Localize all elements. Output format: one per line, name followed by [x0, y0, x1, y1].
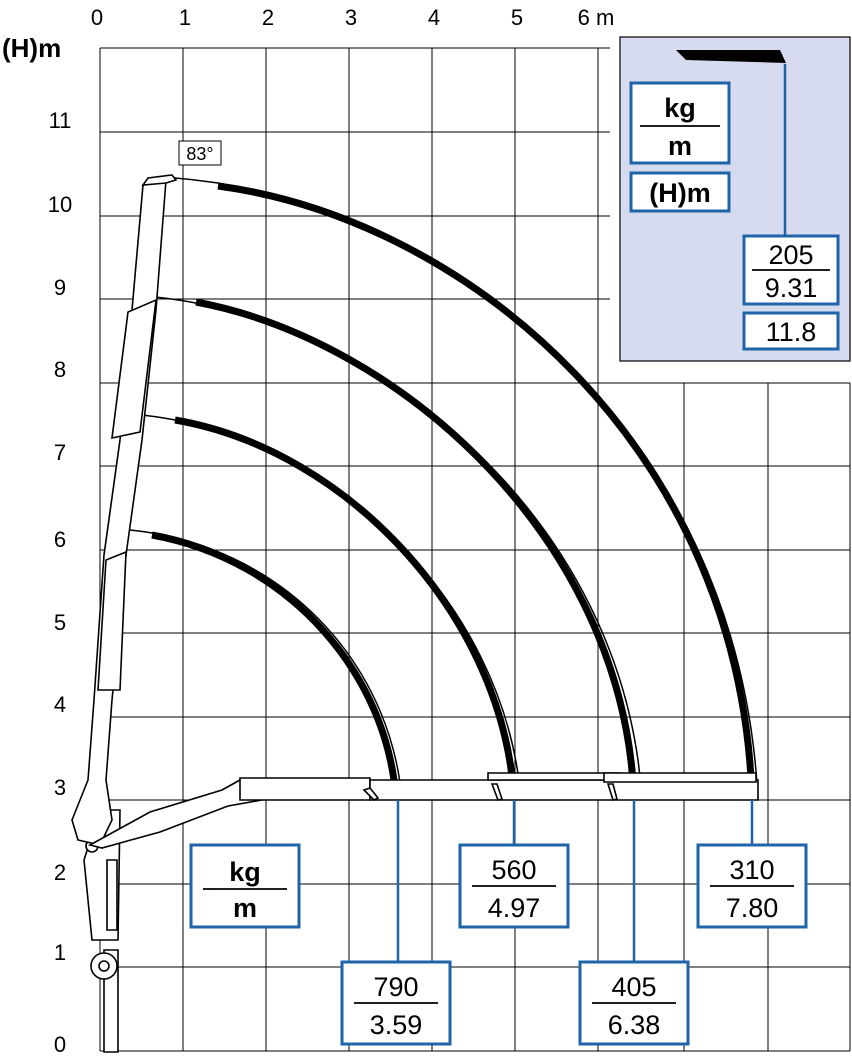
y-tick-label: 2 [54, 860, 66, 885]
reach-value: 6.38 [608, 1010, 661, 1040]
y-tick-label: 5 [54, 610, 66, 635]
boom-tip [141, 174, 178, 186]
load-box-1: 790 3.59 [340, 960, 452, 1046]
chart-grid [99, 47, 851, 1052]
load-box-3: 405 6.38 [578, 960, 690, 1046]
x-axis-labels: 0 1 2 3 4 5 6 m [91, 5, 614, 30]
load-arc-3 [195, 298, 638, 801]
load-arc-2 [174, 416, 518, 801]
legend-example-load: 205 [768, 240, 813, 270]
legend-panel: kg m (H)m 205 9.31 11.8 [619, 36, 851, 362]
unit-legend-bottom: kg m [189, 843, 301, 929]
y-tick-label: 1 [54, 940, 66, 965]
load-arc-4 [217, 182, 756, 801]
reach-value: 4.97 [488, 893, 541, 923]
extension-section [369, 779, 759, 801]
load-box-2: 560 4.97 [458, 843, 570, 929]
crane-cylinder [106, 859, 118, 931]
legend-height-label: (H)m [649, 178, 711, 208]
x-tick-label: 4 [428, 5, 440, 30]
x-tick-label: 6 m [578, 5, 615, 30]
legend-unit-m: m [668, 131, 692, 161]
load-value: 560 [491, 855, 536, 885]
load-value: 310 [729, 855, 774, 885]
load-arc-1 [151, 531, 400, 801]
x-tick-label: 3 [345, 5, 357, 30]
crane-drawing [71, 174, 759, 1053]
unit-kg: kg [229, 857, 261, 887]
y-tick-label: 4 [54, 692, 66, 717]
y-tick-label: 8 [54, 357, 66, 382]
main-boom [71, 178, 167, 846]
extension-section [603, 772, 757, 783]
boom-section [111, 298, 157, 440]
load-box-4: 310 7.80 [696, 843, 808, 929]
legend-example-height-box [742, 311, 840, 351]
legend-example-reach: 9.31 [765, 273, 818, 303]
legend-height-box [629, 171, 731, 213]
x-tick-label: 0 [91, 5, 103, 30]
y-tick-label: 7 [54, 440, 66, 465]
legend-unit-box [629, 81, 731, 165]
unit-legend-frame [189, 843, 301, 929]
extension-boom [239, 777, 371, 801]
y-tick-label: 10 [48, 192, 72, 217]
legend-example-height: 11.8 [766, 317, 817, 347]
reach-value: 3.59 [370, 1010, 423, 1040]
unit-m: m [233, 893, 257, 923]
x-tick-label: 2 [262, 5, 274, 30]
hook-2 [490, 783, 504, 801]
load-value: 790 [373, 972, 418, 1002]
legend-unit-kg: kg [664, 93, 696, 123]
hook-3 [606, 783, 618, 801]
x-tick-label: 5 [511, 5, 523, 30]
y-axis-labels: 0 1 2 3 4 5 6 7 8 9 10 11 [48, 108, 72, 1057]
hook-1 [362, 787, 380, 801]
y-tick-label: 9 [54, 275, 66, 300]
load-arcs [129, 177, 759, 801]
y-tick-label: 3 [54, 775, 66, 800]
boom-section [97, 550, 127, 691]
leader-lines [396, 800, 754, 962]
thin-arc-2 [141, 414, 522, 801]
y-tick-label: 11 [49, 108, 72, 133]
crane-slew-hub [98, 960, 110, 972]
x-tick-label: 1 [179, 5, 191, 30]
y-axis-unit: (H)m [2, 33, 61, 63]
extension-section [487, 772, 621, 781]
angle-box [178, 140, 222, 166]
reach-value: 7.80 [726, 893, 779, 923]
angle-label: 83° [186, 144, 213, 164]
y-tick-label: 0 [54, 1032, 66, 1057]
legend-boom-icon [676, 50, 786, 63]
load-value: 405 [611, 972, 656, 1002]
y-tick-label: 6 [54, 527, 66, 552]
